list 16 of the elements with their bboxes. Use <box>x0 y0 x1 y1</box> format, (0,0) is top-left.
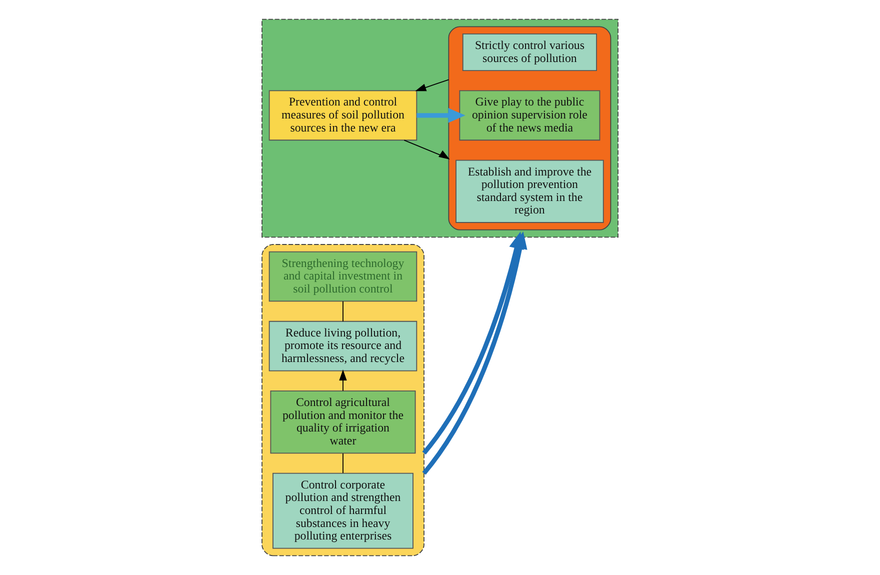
cluster <box>262 244 424 556</box>
arrow <box>339 370 347 392</box>
arrow <box>416 108 466 123</box>
node-box: Establish and improve the pollution prevention standard system in the region <box>456 160 604 223</box>
connector <box>342 300 344 322</box>
node-box: Prevention and control measures of soil pollution sources in the new era <box>268 90 418 141</box>
node-box: Control corporate pollution and strengthen control of harmful substances in heavy polluting enterprises <box>272 472 414 549</box>
node-box: Strengthening technology and capital investment in soil pollution control <box>268 251 418 302</box>
arrow <box>415 79 450 92</box>
node-box: Control agricultural pollution and monitor the quality of irrigation water <box>270 390 416 454</box>
node-box: Give play to the public opinion supervision role of the news media <box>459 90 600 141</box>
node-box: Reduce living pollution, promote its resource and harmlessness, and recycle <box>268 320 418 372</box>
connector <box>342 453 344 474</box>
cluster <box>262 18 618 238</box>
node-box: Strictly control various sources of pollution <box>462 34 597 72</box>
arrow <box>404 140 450 160</box>
